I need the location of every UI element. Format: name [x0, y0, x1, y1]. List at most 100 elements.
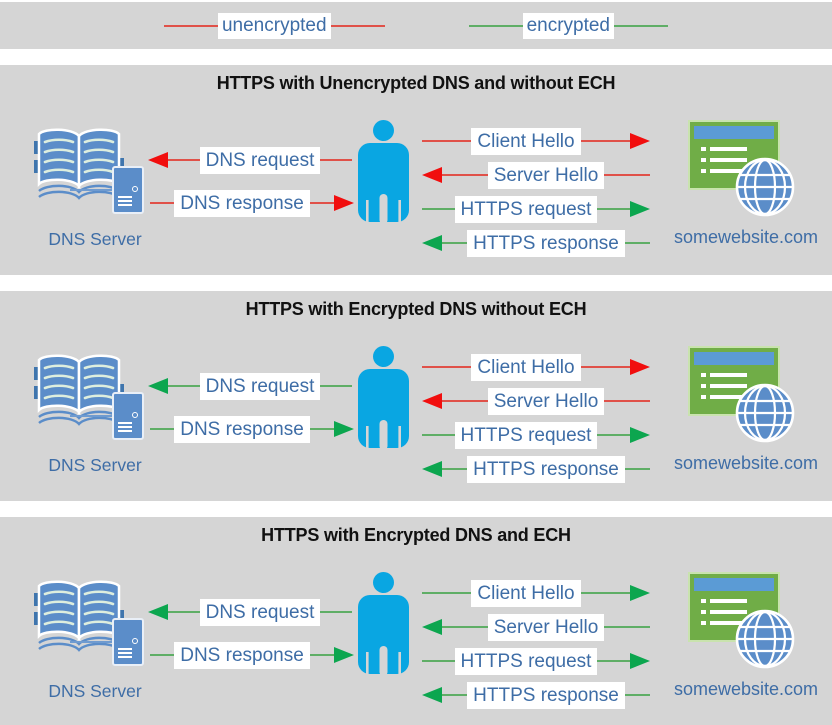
website-label: somewebsite.com — [673, 453, 819, 473]
arrow-label: DNS request — [199, 372, 321, 400]
arrowhead-left-icon — [422, 167, 442, 183]
arrow-dns-response: DNS response — [150, 189, 354, 217]
arrow-label: Server Hello — [487, 161, 605, 189]
server-vent-line — [118, 422, 132, 424]
website-group: somewebsite.com — [660, 517, 832, 725]
panel-encrypted-dns-no-ech: HTTPS with Encrypted DNS without ECH — [0, 291, 832, 501]
arrowhead-right-icon — [630, 585, 650, 601]
arrow-client-hello: Client Hello — [422, 127, 650, 155]
server-tower-icon — [112, 166, 144, 214]
globe-icon — [735, 383, 795, 443]
book-icon — [34, 354, 124, 426]
book-icon — [34, 580, 124, 652]
unencrypted-line-sample — [330, 24, 385, 27]
person-icon — [358, 120, 409, 222]
browser-titlebar — [694, 126, 774, 139]
arrowhead-right-icon — [630, 653, 650, 669]
arrow-label: DNS response — [174, 641, 310, 669]
book-icon — [34, 128, 124, 200]
arrow-https-request: HTTPS request — [422, 421, 650, 449]
arrow-server-hello: Server Hello — [422, 387, 651, 415]
dns-server-group: DNS Server — [20, 65, 170, 275]
server-vent-line — [118, 656, 132, 658]
arrowhead-right-icon — [334, 195, 354, 211]
arrow-https-response: HTTPS response — [422, 681, 651, 709]
server-led-dot — [132, 186, 138, 192]
book-server-connector-line — [70, 641, 116, 643]
arrowhead-left-icon — [148, 152, 168, 168]
arrow-client-hello: Client Hello — [422, 579, 650, 607]
arrowhead-left-icon — [422, 687, 442, 703]
server-vent-line — [118, 648, 132, 650]
server-led-dot — [132, 638, 138, 644]
arrow-label: DNS request — [199, 598, 321, 626]
arrow-label: HTTPS response — [467, 455, 625, 483]
arrowhead-right-icon — [334, 421, 354, 437]
arrowhead-left-icon — [148, 604, 168, 620]
arrowhead-left-icon — [422, 235, 442, 251]
website-group: somewebsite.com — [660, 291, 832, 501]
arrow-label: Client Hello — [471, 579, 581, 607]
dns-server-group: DNS Server — [20, 517, 170, 725]
server-vent-line — [118, 430, 132, 432]
panel-unencrypted-dns-no-ech: HTTPS with Unencrypted DNS and without E… — [0, 65, 832, 275]
legend-item-encrypted: encrypted — [468, 12, 669, 39]
server-tower-icon — [112, 618, 144, 666]
server-vent-line — [118, 652, 132, 654]
server-tower-icon — [112, 392, 144, 440]
arrow-https-request: HTTPS request — [422, 647, 650, 675]
arrow-label: HTTPS response — [467, 229, 625, 257]
arrow-label: HTTPS request — [454, 421, 598, 449]
browser-titlebar — [694, 578, 774, 591]
globe-icon — [735, 157, 795, 217]
unencrypted-line-sample — [163, 24, 218, 27]
arrowhead-left-icon — [422, 393, 442, 409]
book-server-connector-line — [70, 189, 116, 191]
dns-server-label: DNS Server — [48, 455, 142, 475]
arrow-server-hello: Server Hello — [422, 161, 651, 189]
browser-titlebar — [694, 352, 774, 365]
arrow-label: Server Hello — [487, 387, 605, 415]
website-group: somewebsite.com — [660, 65, 832, 275]
person-icon — [358, 572, 409, 674]
dns-server-label: DNS Server — [48, 229, 142, 249]
legend-label-encrypted: encrypted — [522, 12, 615, 39]
arrow-label: DNS response — [174, 189, 310, 217]
encrypted-line-sample — [468, 24, 523, 27]
server-led-dot — [132, 412, 138, 418]
arrowhead-left-icon — [148, 378, 168, 394]
browser-window-icon — [688, 346, 780, 416]
dns-server-label: DNS Server — [48, 681, 142, 701]
arrow-label: HTTPS request — [454, 195, 598, 223]
panel-encrypted-dns-ech: HTTPS with Encrypted DNS and ECH — [0, 517, 832, 725]
panel-title: HTTPS with Unencrypted DNS and without E… — [216, 73, 616, 93]
website-label: somewebsite.com — [673, 679, 819, 699]
server-vent-line — [118, 196, 132, 198]
arrowhead-right-icon — [334, 647, 354, 663]
arrowhead-left-icon — [422, 461, 442, 477]
server-vent-line — [118, 426, 132, 428]
arrow-https-request: HTTPS request — [422, 195, 650, 223]
panel-title: HTTPS with Encrypted DNS and ECH — [261, 525, 571, 545]
arrowhead-right-icon — [630, 133, 650, 149]
encrypted-line-sample — [614, 24, 669, 27]
arrow-label: Client Hello — [471, 353, 581, 381]
legend-label-unencrypted: unencrypted — [217, 12, 331, 39]
arrow-label: Server Hello — [487, 613, 605, 641]
arrow-label: HTTPS request — [454, 647, 598, 675]
arrow-dns-request: DNS request — [148, 372, 352, 400]
arrow-label: HTTPS response — [467, 681, 625, 709]
panel-title: HTTPS with Encrypted DNS without ECH — [245, 299, 587, 319]
arrow-https-response: HTTPS response — [422, 229, 651, 257]
arrow-dns-response: DNS response — [150, 641, 354, 669]
arrowhead-right-icon — [630, 359, 650, 375]
dns-server-group: DNS Server — [20, 291, 170, 501]
legend-bar: unencrypted encrypted — [0, 2, 832, 49]
website-label: somewebsite.com — [673, 227, 819, 247]
arrow-client-hello: Client Hello — [422, 353, 650, 381]
globe-icon — [735, 609, 795, 669]
arrowhead-right-icon — [630, 201, 650, 217]
arrowhead-right-icon — [630, 427, 650, 443]
person-icon — [358, 346, 409, 448]
